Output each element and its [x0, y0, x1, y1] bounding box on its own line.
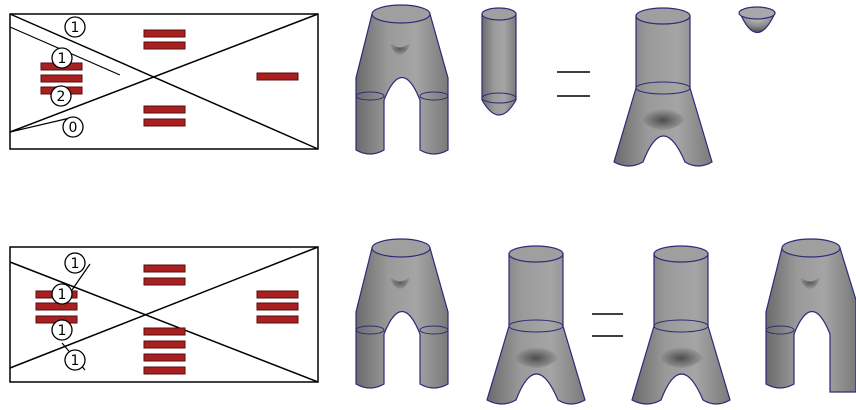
bottom-bar-1 [143, 264, 186, 273]
bottom-config-box: 1 1 1 1 [9, 246, 319, 383]
svg-text:0: 0 [69, 120, 78, 136]
svg-text:1: 1 [71, 256, 80, 272]
top-bar-2 [143, 41, 186, 50]
bottom-inverted-pants-2 [631, 245, 731, 405]
svg-text:1: 1 [58, 323, 67, 339]
top-label-3: 2 [50, 85, 72, 107]
top-label-4: 0 [62, 116, 84, 138]
top-equals-sign [557, 71, 590, 97]
top-cap [738, 6, 776, 33]
svg-text:1: 1 [58, 51, 67, 67]
svg-text:1: 1 [71, 353, 80, 369]
top-pants-surface [355, 4, 449, 155]
bottom-label-3: 1 [51, 319, 73, 341]
bottom-pants-surface-1 [355, 238, 449, 389]
top-config-box: 1 1 2 0 [9, 13, 319, 150]
top-bar-8 [143, 118, 186, 127]
svg-text:2: 2 [57, 89, 66, 105]
top-strand-lower [9, 117, 71, 133]
svg-text:1: 1 [58, 287, 67, 303]
bottom-bar-8 [256, 315, 299, 324]
bottom-bar-11 [143, 353, 186, 362]
top-label-1: 1 [64, 16, 86, 38]
bottom-bar-6 [256, 290, 299, 299]
bottom-pants-surface-2 [765, 238, 856, 393]
bottom-bar-9 [143, 327, 186, 336]
top-bar-4 [40, 74, 83, 83]
bottom-diagonal-a [9, 261, 319, 383]
top-diagonal-b [9, 13, 319, 133]
top-bar-6 [256, 72, 299, 81]
bottom-row: 1 1 1 1 [9, 238, 856, 405]
bottom-bar-4 [35, 302, 78, 311]
bottom-label-1: 1 [64, 252, 86, 274]
bottom-equals-sign [592, 313, 623, 337]
top-row: 1 1 2 0 [9, 4, 776, 167]
bottom-label-2: 1 [51, 283, 73, 305]
bottom-label-4: 1 [64, 349, 86, 371]
top-inverted-pants [613, 7, 713, 167]
top-capped-tube [481, 7, 517, 116]
bottom-diagonal-b [9, 246, 319, 369]
bottom-bar-10 [143, 340, 186, 349]
svg-text:1: 1 [71, 20, 80, 36]
top-bar-1 [143, 29, 186, 38]
top-bar-7 [143, 105, 186, 114]
bottom-inverted-pants-1 [486, 245, 586, 405]
top-label-2: 1 [51, 47, 73, 69]
bottom-bar-12 [143, 366, 186, 375]
top-diagonal-a [9, 13, 319, 150]
bottom-bar-2 [143, 277, 186, 286]
bottom-bar-7 [256, 302, 299, 311]
